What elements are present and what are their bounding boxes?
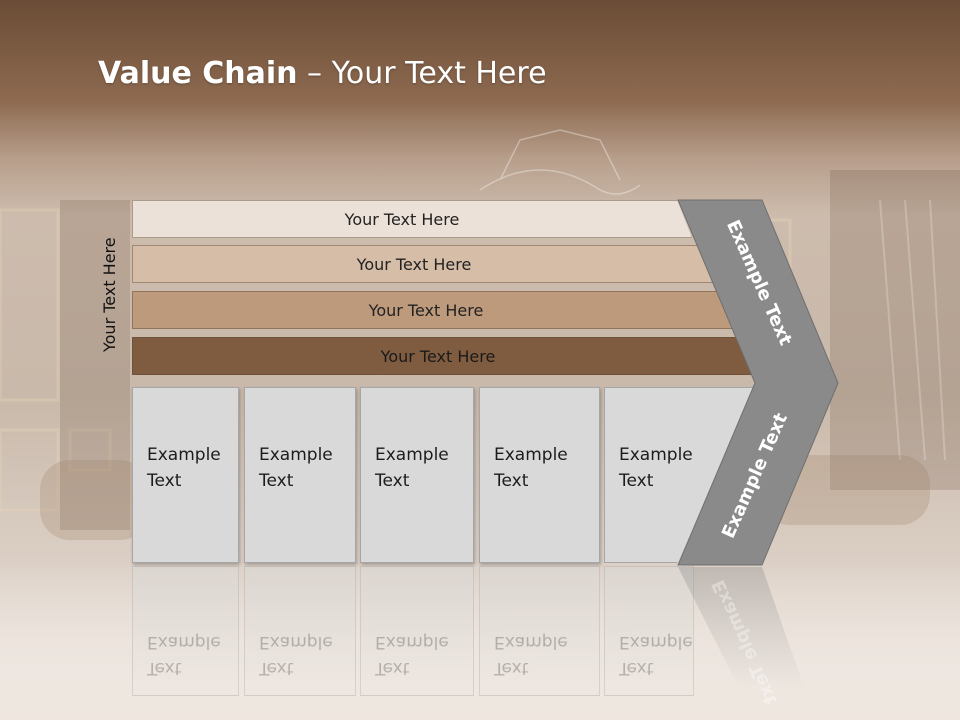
band-3: Your Text Here bbox=[132, 291, 740, 329]
slide-title-rest: – Your Text Here bbox=[297, 56, 547, 91]
slide-title-bold: Value Chain bbox=[98, 56, 298, 91]
chevron-arrow-shape bbox=[677, 199, 839, 566]
slide-title: Value Chain – Your Text Here bbox=[98, 56, 547, 91]
band-1-label: Your Text Here bbox=[344, 209, 460, 229]
band-4-label: Your Text Here bbox=[380, 346, 496, 366]
band-2-label: Your Text Here bbox=[356, 254, 472, 274]
band-3-label: Your Text Here bbox=[368, 300, 484, 320]
chevron-arrow-reflection bbox=[678, 567, 805, 690]
band-2: Your Text Here bbox=[132, 245, 716, 283]
band-1: Your Text Here bbox=[132, 200, 692, 238]
band-4: Your Text Here bbox=[132, 337, 764, 375]
